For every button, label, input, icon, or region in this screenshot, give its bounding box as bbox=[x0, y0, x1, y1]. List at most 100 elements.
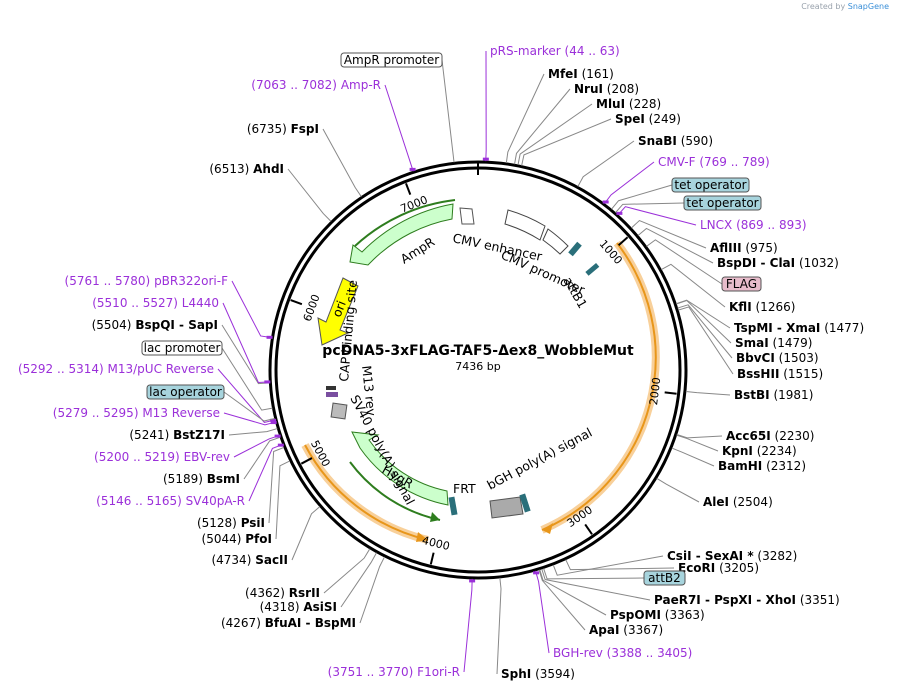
leader-line bbox=[268, 446, 285, 524]
restriction-site-label: PaeR7I - PspXI - XhoI (3351) bbox=[654, 593, 840, 607]
primer-name: L4440 bbox=[182, 296, 219, 310]
site-position: (1477) bbox=[824, 321, 864, 335]
feature-box bbox=[721, 276, 762, 292]
primer-name: BGH-rev bbox=[553, 646, 603, 660]
site-name: PsiI bbox=[241, 516, 265, 530]
leader-line bbox=[323, 548, 371, 594]
primer-mark bbox=[266, 335, 273, 339]
leader-line bbox=[217, 368, 276, 424]
site-position: (3282) bbox=[757, 549, 797, 563]
bgh-feature bbox=[489, 493, 531, 519]
primer-label: (5761 .. 5780) pBR322ori-F bbox=[65, 274, 229, 288]
site-name: BssHII bbox=[737, 367, 779, 381]
site-position: (228) bbox=[629, 97, 661, 111]
leader-line bbox=[233, 434, 280, 458]
restriction-site-label: AflIII (975) bbox=[710, 241, 778, 255]
primer-mark bbox=[409, 167, 416, 171]
leader-line bbox=[340, 552, 377, 608]
scale-tick-mark bbox=[584, 523, 593, 535]
restriction-site-label: (4318) AsiSI bbox=[260, 600, 337, 614]
restriction-site-label: KflI (1266) bbox=[729, 300, 795, 314]
leader-line bbox=[577, 140, 635, 187]
site-position: (4734) bbox=[211, 553, 251, 567]
primer-label: (5200 .. 5219) EBV-rev bbox=[94, 450, 230, 464]
site-name: BstZ17I bbox=[173, 428, 225, 442]
primer-label: (3751 .. 3770) F1ori-R bbox=[328, 665, 460, 679]
insert-arc-left bbox=[304, 444, 429, 541]
site-position: (6735) bbox=[247, 122, 287, 136]
flag-marker bbox=[585, 262, 600, 276]
site-name: SpeI bbox=[615, 112, 645, 126]
ampr-feature bbox=[349, 199, 475, 266]
leader-line bbox=[514, 88, 571, 165]
site-position: (208) bbox=[607, 82, 639, 96]
leader-line bbox=[441, 59, 455, 163]
site-name: KpnI bbox=[722, 444, 753, 458]
restriction-site-label: SpeI (249) bbox=[615, 112, 681, 126]
site-name: SnaBI bbox=[638, 134, 677, 148]
restriction-site-label: BstBI (1981) bbox=[734, 388, 813, 402]
primer-mark bbox=[270, 421, 277, 425]
scale-tick-label: 4000 bbox=[421, 534, 451, 553]
leader-line bbox=[678, 306, 734, 375]
feature-box-label: tet operator bbox=[674, 178, 746, 192]
site-name: NruI bbox=[574, 82, 603, 96]
site-position: (6513) bbox=[209, 162, 249, 176]
site-name: MluI bbox=[596, 97, 625, 111]
leader-line bbox=[565, 559, 675, 571]
insert-arc-left-arrow bbox=[416, 532, 428, 542]
leader-line bbox=[541, 568, 651, 601]
site-position: (3363) bbox=[665, 608, 705, 622]
primer-label: pRS-marker (44 .. 63) bbox=[490, 44, 620, 58]
primer-position: (5146 .. 5165) bbox=[96, 494, 182, 508]
primer-name: pRS-marker bbox=[490, 44, 561, 58]
site-name: PfoI bbox=[245, 532, 272, 546]
restriction-site-label: (6735) FspI bbox=[247, 122, 319, 136]
restriction-site-label: SphI (3594) bbox=[501, 667, 575, 681]
primer-label: (5292 .. 5314) M13/pUC Reverse bbox=[18, 362, 214, 376]
feature-box-label: lac promoter bbox=[144, 341, 221, 355]
restriction-site-label: BbvCI (1503) bbox=[736, 351, 819, 365]
restriction-site-label: AleI (2504) bbox=[703, 495, 773, 509]
credit-brand: SnapGene bbox=[847, 2, 889, 11]
site-position: (5189) bbox=[163, 472, 203, 486]
primer-label: LNCX (869 .. 893) bbox=[700, 218, 807, 232]
ampr-promoter-box bbox=[459, 207, 475, 225]
site-name: CsiI - SexAI * bbox=[667, 549, 754, 563]
primer-name: SV40pA-R bbox=[186, 494, 245, 508]
bgh-polya-box bbox=[489, 496, 524, 519]
primer-label: BGH-rev (3388 .. 3405) bbox=[553, 646, 692, 660]
feature-box-label: tet operator bbox=[686, 196, 758, 210]
site-position: (1981) bbox=[773, 388, 813, 402]
insert-arcs bbox=[301, 240, 660, 544]
primer-label: (5510 .. 5527) L4440 bbox=[92, 296, 219, 310]
primer-name: Amp-R bbox=[341, 78, 381, 92]
leader-line bbox=[223, 412, 276, 426]
primer-position: (5510 .. 5527) bbox=[92, 296, 178, 310]
primer-name: M13 Reverse bbox=[142, 406, 220, 420]
site-name: BfuAI - BspMI bbox=[265, 616, 356, 630]
restriction-site-label: BspDI - ClaI (1032) bbox=[717, 256, 839, 270]
cap-site-marker bbox=[326, 386, 336, 390]
site-position: (1479) bbox=[773, 336, 813, 350]
site-position: (590) bbox=[681, 134, 713, 148]
leader-line bbox=[552, 555, 664, 576]
site-name: BstBI bbox=[734, 388, 770, 402]
primer-position: (44 .. 63) bbox=[565, 44, 620, 58]
feature-box bbox=[146, 384, 225, 400]
label-attb1: attB1 bbox=[560, 274, 590, 311]
leader-line bbox=[287, 168, 332, 222]
feature-box bbox=[683, 195, 762, 211]
scale-tick-label: 2000 bbox=[647, 377, 663, 406]
plasmid-length: 7436 bp bbox=[455, 360, 500, 373]
site-name: BamHI bbox=[718, 459, 762, 473]
leader-line bbox=[676, 434, 719, 452]
leader-line bbox=[661, 263, 726, 308]
restriction-site-label: Acc65I (2230) bbox=[726, 429, 814, 443]
site-position: (4318) bbox=[260, 600, 300, 614]
leader-line bbox=[243, 436, 281, 480]
leader-line bbox=[521, 118, 612, 166]
scale-tick-mark bbox=[405, 183, 412, 195]
restriction-site-label: SmaI (1479) bbox=[735, 336, 812, 350]
